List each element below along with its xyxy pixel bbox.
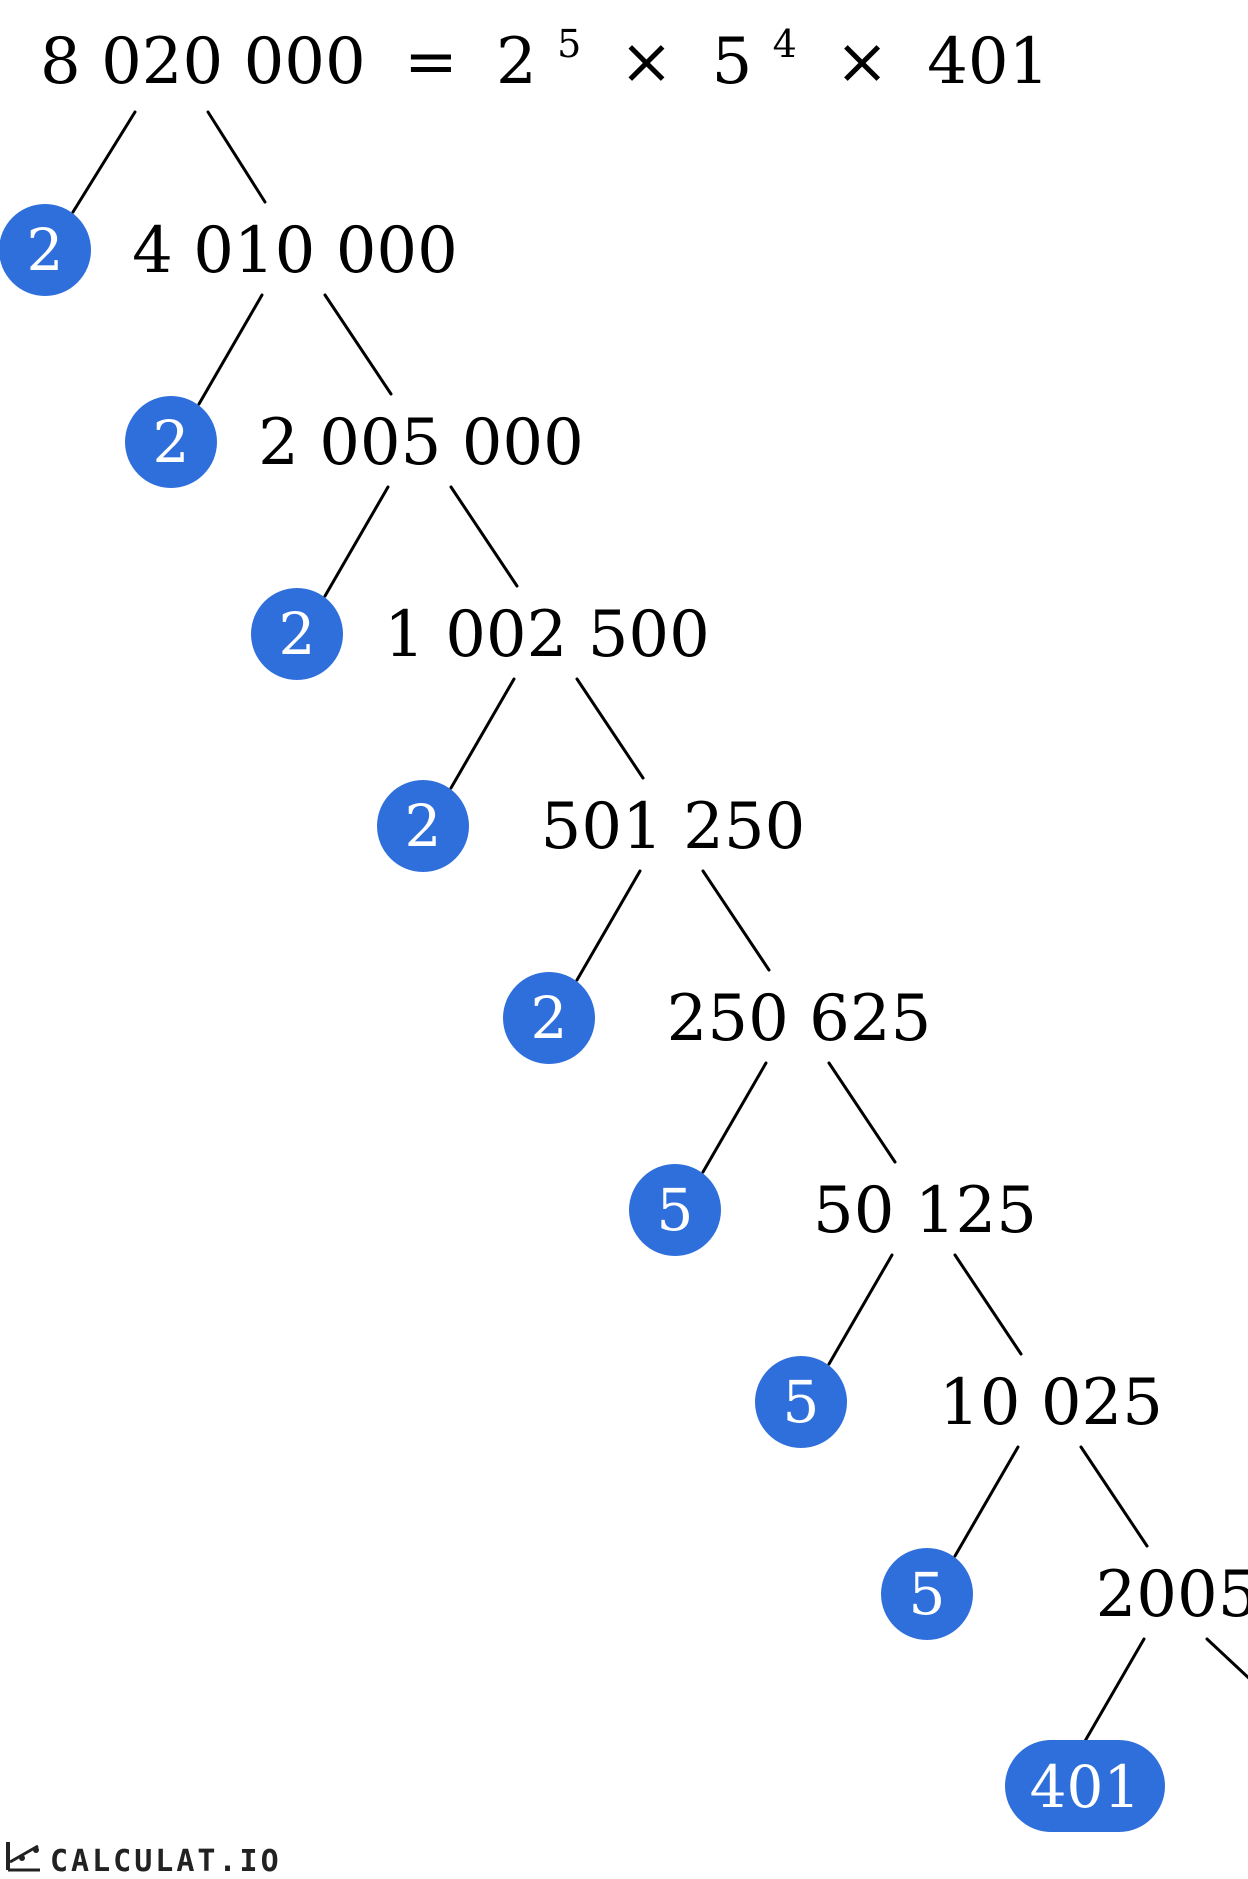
tree-edge-to-factor: [71, 110, 137, 214]
tree-edge-to-quotient: [575, 677, 645, 780]
title-term-2-base: 5: [712, 25, 753, 99]
prime-factor-bubble: [0, 204, 91, 296]
tree-edges: [71, 110, 1248, 1750]
prime-factor-node: 2: [377, 780, 469, 872]
tree-edge-to-factor: [575, 869, 642, 982]
factorization-title: 8 020 000 = 2 5 × 5 4 × 401: [40, 0, 1049, 99]
tree-edge-to-quotient: [323, 293, 393, 396]
calculator-logo-icon: [6, 1842, 40, 1872]
tree-edge-to-factor: [701, 1061, 768, 1174]
tree-edge-to-quotient: [1079, 1445, 1149, 1548]
prime-factor-node: 2: [0, 204, 91, 296]
title-number: 8 020 000: [40, 25, 366, 99]
prime-factor-label: 5: [657, 1176, 694, 1244]
prime-factor-node: 5: [755, 1356, 847, 1448]
tree-edge-to-quotient: [1205, 1637, 1248, 1680]
prime-factor-node: 2: [125, 396, 217, 488]
prime-factor-node: 2: [503, 972, 595, 1064]
prime-factor-bubble: [881, 1548, 973, 1640]
title-term-2-exp: 4: [773, 22, 797, 66]
prime-factor-node: 2: [251, 588, 343, 680]
tree-edge-to-factor: [1079, 1637, 1146, 1750]
quotient-node: 250 625: [667, 982, 932, 1056]
quotient-node: 501 250: [541, 790, 806, 864]
final-prime-bubble: [1005, 1740, 1165, 1832]
quotient-node: 1 002 500: [384, 598, 710, 672]
tree-edge-to-factor: [197, 293, 264, 406]
prime-factor-label: 5: [783, 1368, 820, 1436]
prime-factor-bubble: [755, 1356, 847, 1448]
quotient-node: 4 010 000: [132, 214, 458, 288]
title-term-3-base: 401: [927, 25, 1049, 99]
title-equals: =: [404, 25, 458, 99]
prime-factor-bubble: [629, 1164, 721, 1256]
tree-edge-to-quotient: [701, 869, 771, 972]
quotient-node: 50 125: [813, 1174, 1037, 1248]
prime-factor-label: 5: [909, 1560, 946, 1628]
prime-factor-bubble: [125, 396, 217, 488]
prime-factor-node: 5: [881, 1548, 973, 1640]
prime-factor-bubble: [251, 588, 343, 680]
title-times-2: ×: [835, 25, 889, 99]
tree-nodes: 2 4 010 000 2 2 005 000 2 1 002 500 2 501 250 2 2…: [0, 204, 1248, 1832]
prime-factor-label: 2: [279, 600, 316, 668]
title-term-1-base: 2: [496, 25, 537, 99]
watermark-text: CALCULAT.IO: [50, 1844, 282, 1879]
quotient-node: 2 005 000: [258, 406, 584, 480]
calculat-io-watermark: CALCULAT.IO: [6, 1842, 282, 1879]
prime-factor-bubble: [377, 780, 469, 872]
tree-edge-to-quotient: [953, 1253, 1023, 1356]
prime-factor-label: 2: [405, 792, 442, 860]
tree-edge-to-factor: [953, 1445, 1020, 1558]
quotient-node: 10 025: [939, 1366, 1163, 1440]
quotient-node: 2005: [1096, 1558, 1248, 1632]
title-term-1-exp: 5: [557, 22, 581, 66]
prime-factor-label: 2: [531, 984, 568, 1052]
tree-edge-to-factor: [323, 485, 390, 598]
tree-edge-to-factor: [827, 1253, 894, 1366]
tree-edge-to-quotient: [206, 110, 267, 204]
tree-edge-to-quotient: [449, 485, 519, 588]
tree-edge-to-factor: [449, 677, 516, 790]
prime-factor-node: 5: [629, 1164, 721, 1256]
title-times-1: ×: [620, 25, 674, 99]
prime-factor-label: 2: [153, 408, 190, 476]
final-prime-node: 401: [1005, 1740, 1165, 1832]
tree-edge-to-quotient: [827, 1061, 897, 1164]
prime-factor-label: 2: [27, 216, 64, 284]
prime-factor-bubble: [503, 972, 595, 1064]
final-prime-label: 401: [1030, 1753, 1141, 1821]
